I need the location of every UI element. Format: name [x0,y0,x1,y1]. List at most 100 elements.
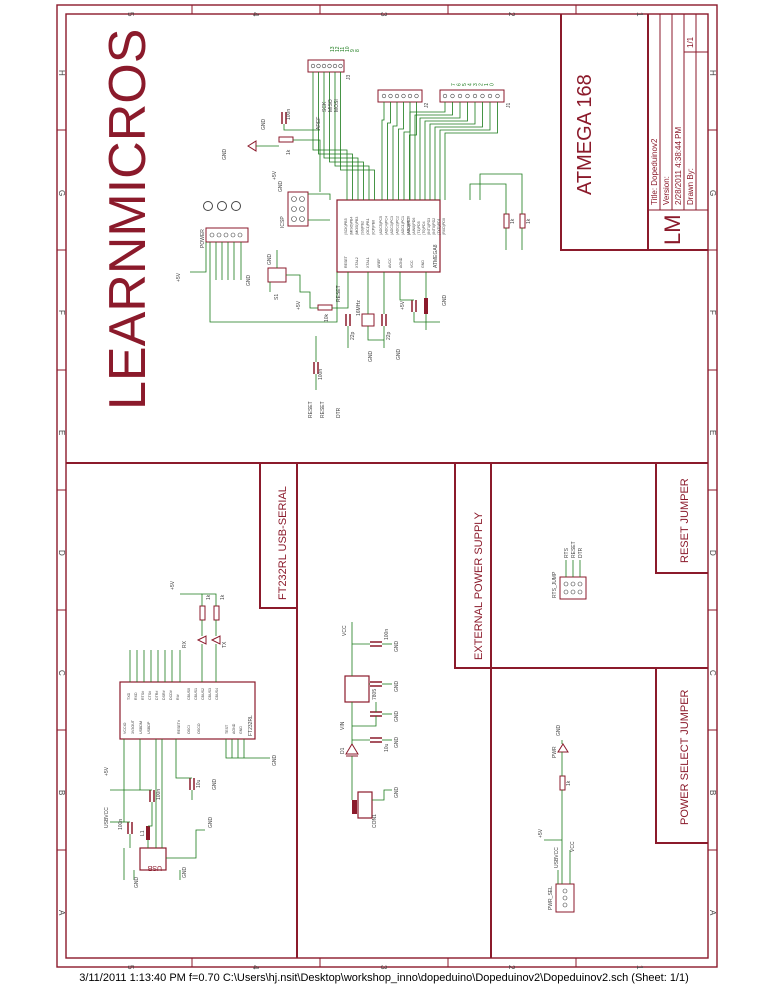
mcu-wires [312,72,498,200]
power-capacitors [370,641,382,743]
header-pin [465,93,470,99]
pwr-led-gnd: GND [556,725,562,737]
mcu-power-pin-label: AREF [377,258,381,268]
header-pin [321,63,327,69]
header-j3-label: J3 [346,75,352,81]
col-number-bottom-4: 4 [251,965,260,970]
row-letter-right-c: C [708,670,717,676]
pwr-gnd-label-2: GND [394,681,400,693]
pwr-gnd-label-3: GND [394,711,400,723]
pin-number: 8 [355,49,361,52]
ft-c-100n-value-2: 100n [156,789,162,800]
mosi-net-label: MOSI [334,99,340,112]
r11-value: 1k [510,218,516,224]
resistor-r1 [278,136,294,143]
pwr-c-10u-label: 10u [384,743,390,752]
header-pin [338,63,343,69]
r-reset-value: 10k [324,313,330,322]
ft232-pin-label: CBUS2 [201,688,205,700]
pwr-gnd-label-1: GND [394,641,400,653]
ft-r-rx-value: 1k [206,594,212,600]
header-pin [401,93,406,99]
mcu-pin-label: (T1)PD5 [417,221,421,235]
mcu-pin-label: (ADC1)PC1 [401,216,405,235]
mcu-pin-label: (RXD)PD0 [442,218,446,235]
brand-title: LEARNMICROS [99,29,157,410]
usb-serial-title: FT232RL USB-SERIAL [277,486,289,600]
row-letter-right-g: G [708,190,717,196]
resistor-r-reset [317,304,333,311]
ft-l1-label: L1 [140,830,146,836]
row-letter-right-e: E [708,430,717,435]
gnd-label-3: GND [368,351,374,363]
mcu-pin-label: (ADC3)PC3 [390,216,394,235]
border-column-numbers: 5 4 3 2 1 5 4 3 2 1 [126,12,644,970]
pin-number: 4 [468,83,474,86]
header-pin [414,93,419,99]
ft-gnd-label-5: GND [182,867,188,879]
mcu-power-pin-label: XTAL2 [355,257,359,268]
reset-jumper-schematic: RTS_JUMP RTS RESET DTR [552,541,587,600]
ft232-wires [110,593,270,880]
mcu-pin-label: (SCK)PB5 [344,218,348,235]
bus-wire [334,72,370,200]
ft-c-100n-value-1: 100n [118,819,124,830]
row-letter-left-c: C [57,670,66,676]
col-number-bottom-1: 1 [635,965,644,970]
pin-number: 11 [340,47,346,52]
bus-wire [340,72,375,200]
drawn-by-line: Drawn By: [686,168,695,205]
row-letter-left-d: D [57,550,66,556]
gnd-label-4: GND [396,349,402,361]
bus-wire [424,102,468,200]
r10-value: 1k [526,218,532,224]
pwr-vcc-label: VCC [342,625,348,636]
ft232-pin-label: OSCI [187,725,191,734]
pwr-gnd-label-4: GND [394,737,400,749]
reset-cap-value: 100n [318,369,324,380]
print-footer: 3/11/2011 1:13:40 PM f=0.70 C:\Users\hj.… [79,972,689,984]
rts-jumper-label: RTS_JUMP [552,571,558,598]
bus-wire [409,102,417,200]
mcu-power-pin-label: RESET [344,255,348,268]
c-100n-value: 100n [286,109,292,120]
col-number-bottom-3: 3 [379,965,388,970]
icsp-label: ICSP [280,216,286,228]
header-j3 [307,59,345,73]
header-pin [450,93,455,99]
mcu-power-pin-label: AVCC [388,258,392,268]
header-pin [457,93,463,99]
mounting-holes [203,201,241,211]
header-pin [495,93,500,99]
header-pin [316,63,321,69]
mcu-schematic: ATMEGA8 (SCK)PB5(MISO)PB4(MOSI)PB3(SS)PB… [176,46,532,418]
header-pin [332,63,338,69]
row-letter-right-f: F [708,310,717,315]
mcu-pin-label: (MISO)PB4 [350,217,354,235]
reset-jumper-title: RESET JUMPER [679,478,691,563]
header-pin [407,93,413,99]
pwr-sel-wires [544,740,571,884]
usb-connector [139,847,167,871]
resistor-rx [199,605,206,621]
header-pin [310,63,316,69]
ft-gnd-label-4: GND [272,755,278,767]
vcc-label-2: +5V [272,170,278,180]
ft232-name: FT232RL [248,715,254,736]
power-select-schematic: PWR_SEL GND PWR 1k +5V USBVCC VCC [538,725,576,913]
header-pin [472,93,478,99]
ft232-pin-label: CBUS4 [215,688,219,700]
ft232-pin-label: RI# [176,694,180,700]
ft-c-10u-value: 10u [196,779,202,788]
c-22p-value-1: 22p [350,331,356,340]
regulator-7805 [344,675,370,703]
reset-switch-label: S1 [274,294,280,300]
bus-wire [329,72,364,200]
row-letter-left-h: H [57,70,66,76]
row-letter-right-d: D [708,550,717,556]
power-select-title: POWER SELECT JUMPER [679,689,691,825]
mcu-pin-label: (ICP)PB0 [372,220,376,235]
pwr-gnd-label-5: GND [394,787,400,799]
